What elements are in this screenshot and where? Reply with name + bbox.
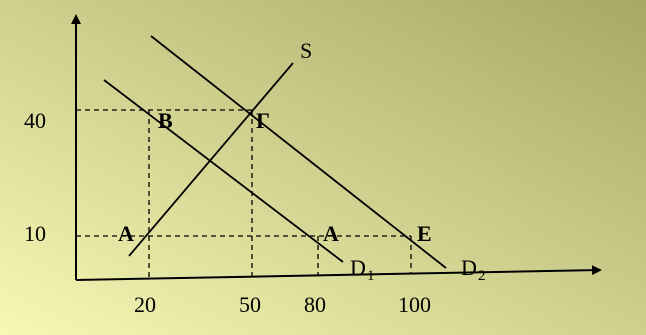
point-a-right: A [323, 221, 339, 246]
y-tick-40: 40 [24, 108, 46, 133]
guide-lines [76, 109, 412, 278]
demand1-label: D [350, 255, 366, 280]
supply-curve [128, 62, 294, 257]
x-axis [75, 265, 602, 281]
demand1-subscript: 1 [367, 268, 375, 284]
point-e: E [417, 221, 432, 246]
point-b: B [158, 108, 173, 133]
demand2-label: D [461, 255, 477, 280]
x-tick-20: 20 [134, 292, 156, 317]
y-tick-10: 10 [24, 221, 46, 246]
demand-curve-1 [103, 79, 344, 263]
point-a-left: A [118, 221, 134, 246]
demand-curve-2 [150, 35, 447, 269]
x-tick-80: 80 [304, 292, 326, 317]
x-tick-50: 50 [239, 292, 261, 317]
supply-label: S [300, 38, 312, 63]
x-tick-100: 100 [398, 292, 431, 317]
demand2-subscript: 2 [478, 268, 486, 284]
point-gamma: Г [256, 108, 270, 133]
